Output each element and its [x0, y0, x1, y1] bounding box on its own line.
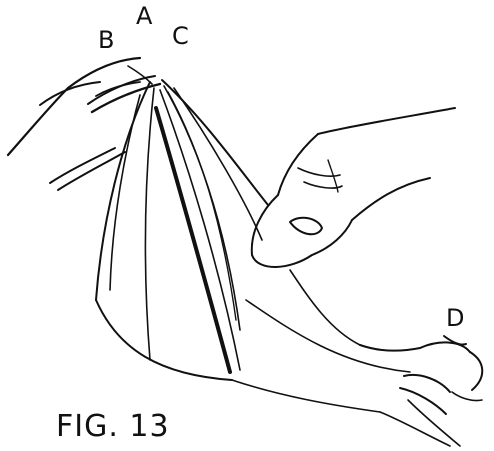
corner-label-a: A — [136, 2, 153, 30]
right-hand-corner-d — [360, 336, 482, 446]
corner-label-c: C — [172, 22, 189, 50]
corner-label-b: B — [98, 26, 114, 54]
figure-caption: FIG. 13 — [56, 409, 170, 444]
corner-label-d: D — [446, 304, 464, 332]
right-hand-middle — [252, 108, 455, 267]
left-hand — [8, 58, 160, 190]
cloth — [96, 80, 410, 412]
